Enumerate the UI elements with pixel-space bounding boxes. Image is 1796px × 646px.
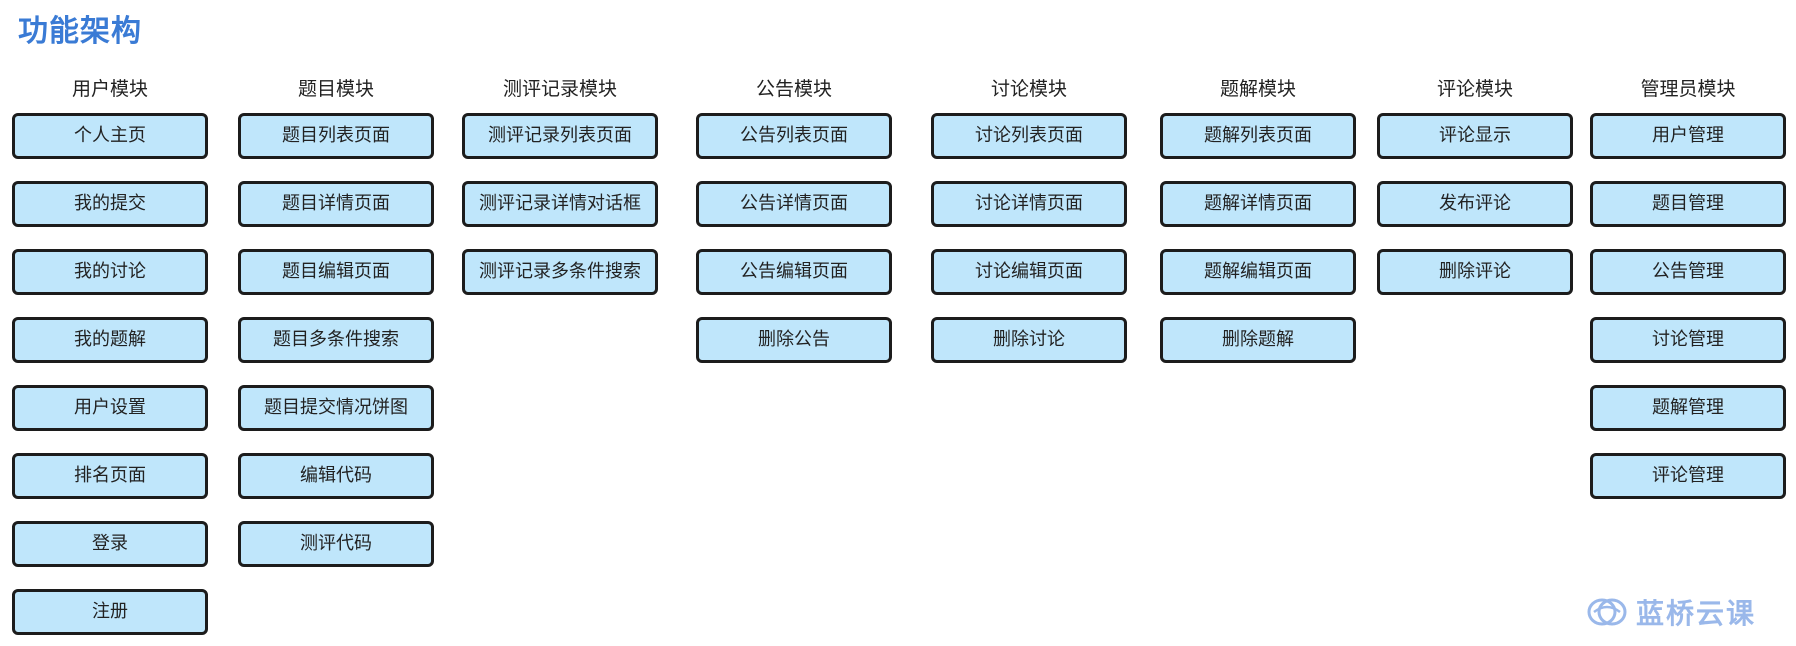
module-header: 用户模块 bbox=[71, 78, 148, 100]
feature-box[interactable]: 题解管理 bbox=[1590, 385, 1786, 431]
module-column: 题目模块题目列表页面题目详情页面题目编辑页面题目多条件搜索题目提交情况饼图编辑代… bbox=[238, 74, 434, 589]
feature-box[interactable]: 公告列表页面 bbox=[696, 113, 892, 159]
feature-box[interactable]: 测评记录详情对话框 bbox=[462, 181, 658, 227]
feature-box[interactable]: 注册 bbox=[12, 589, 208, 635]
feature-box[interactable]: 测评记录列表页面 bbox=[462, 113, 658, 159]
module-header: 题目模块 bbox=[297, 78, 374, 100]
feature-box[interactable]: 删除公告 bbox=[696, 317, 892, 363]
module-column: 公告模块公告列表页面公告详情页面公告编辑页面删除公告 bbox=[696, 74, 892, 385]
feature-box[interactable]: 题目提交情况饼图 bbox=[238, 385, 434, 431]
module-column: 讨论模块讨论列表页面讨论详情页面讨论编辑页面删除讨论 bbox=[931, 74, 1127, 385]
module-column: 测评记录模块测评记录列表页面测评记录详情对话框测评记录多条件搜索 bbox=[462, 74, 658, 317]
feature-box[interactable]: 讨论编辑页面 bbox=[931, 249, 1127, 295]
feature-box[interactable]: 我的讨论 bbox=[12, 249, 208, 295]
feature-box[interactable]: 讨论详情页面 bbox=[931, 181, 1127, 227]
feature-box[interactable]: 公告管理 bbox=[1590, 249, 1786, 295]
feature-box[interactable]: 公告详情页面 bbox=[696, 181, 892, 227]
feature-box[interactable]: 发布评论 bbox=[1377, 181, 1573, 227]
feature-box[interactable]: 编辑代码 bbox=[238, 453, 434, 499]
feature-box[interactable]: 题目多条件搜索 bbox=[238, 317, 434, 363]
feature-box[interactable]: 删除评论 bbox=[1377, 249, 1573, 295]
feature-box[interactable]: 用户管理 bbox=[1590, 113, 1786, 159]
watermark: 蓝桥云课 bbox=[1586, 592, 1756, 632]
feature-box[interactable]: 我的题解 bbox=[12, 317, 208, 363]
module-header: 评论模块 bbox=[1436, 78, 1513, 100]
feature-box[interactable]: 登录 bbox=[12, 521, 208, 567]
feature-box[interactable]: 题解详情页面 bbox=[1160, 181, 1356, 227]
module-column: 管理员模块用户管理题目管理公告管理讨论管理题解管理评论管理 bbox=[1590, 74, 1786, 521]
feature-box[interactable]: 题目管理 bbox=[1590, 181, 1786, 227]
module-header: 管理员模块 bbox=[1640, 78, 1736, 100]
feature-box[interactable]: 个人主页 bbox=[12, 113, 208, 159]
module-column: 题解模块题解列表页面题解详情页面题解编辑页面删除题解 bbox=[1160, 74, 1356, 385]
lanqiao-logo-icon bbox=[1587, 598, 1627, 626]
feature-box[interactable]: 排名页面 bbox=[12, 453, 208, 499]
page-title: 功能架构 bbox=[18, 14, 142, 49]
feature-box[interactable]: 我的提交 bbox=[12, 181, 208, 227]
module-header: 讨论模块 bbox=[990, 78, 1067, 100]
feature-box[interactable]: 题解编辑页面 bbox=[1160, 249, 1356, 295]
feature-box[interactable]: 测评代码 bbox=[238, 521, 434, 567]
feature-box[interactable]: 测评记录多条件搜索 bbox=[462, 249, 658, 295]
module-column: 用户模块个人主页我的提交我的讨论我的题解用户设置排名页面登录注册 bbox=[12, 74, 208, 646]
feature-box[interactable]: 用户设置 bbox=[12, 385, 208, 431]
feature-box[interactable]: 题目详情页面 bbox=[238, 181, 434, 227]
feature-box[interactable]: 题目列表页面 bbox=[238, 113, 434, 159]
module-column: 评论模块评论显示发布评论删除评论 bbox=[1377, 74, 1573, 317]
module-header: 题解模块 bbox=[1219, 78, 1296, 100]
feature-box[interactable]: 讨论管理 bbox=[1590, 317, 1786, 363]
feature-box[interactable]: 公告编辑页面 bbox=[696, 249, 892, 295]
feature-box[interactable]: 讨论列表页面 bbox=[931, 113, 1127, 159]
module-header: 公告模块 bbox=[755, 78, 832, 100]
watermark-text: 蓝桥云课 bbox=[1635, 597, 1756, 630]
module-header: 测评记录模块 bbox=[502, 78, 617, 100]
feature-box[interactable]: 删除题解 bbox=[1160, 317, 1356, 363]
feature-box[interactable]: 评论管理 bbox=[1590, 453, 1786, 499]
feature-box[interactable]: 删除讨论 bbox=[931, 317, 1127, 363]
feature-box[interactable]: 题目编辑页面 bbox=[238, 249, 434, 295]
feature-box[interactable]: 题解列表页面 bbox=[1160, 113, 1356, 159]
feature-box[interactable]: 评论显示 bbox=[1377, 113, 1573, 159]
